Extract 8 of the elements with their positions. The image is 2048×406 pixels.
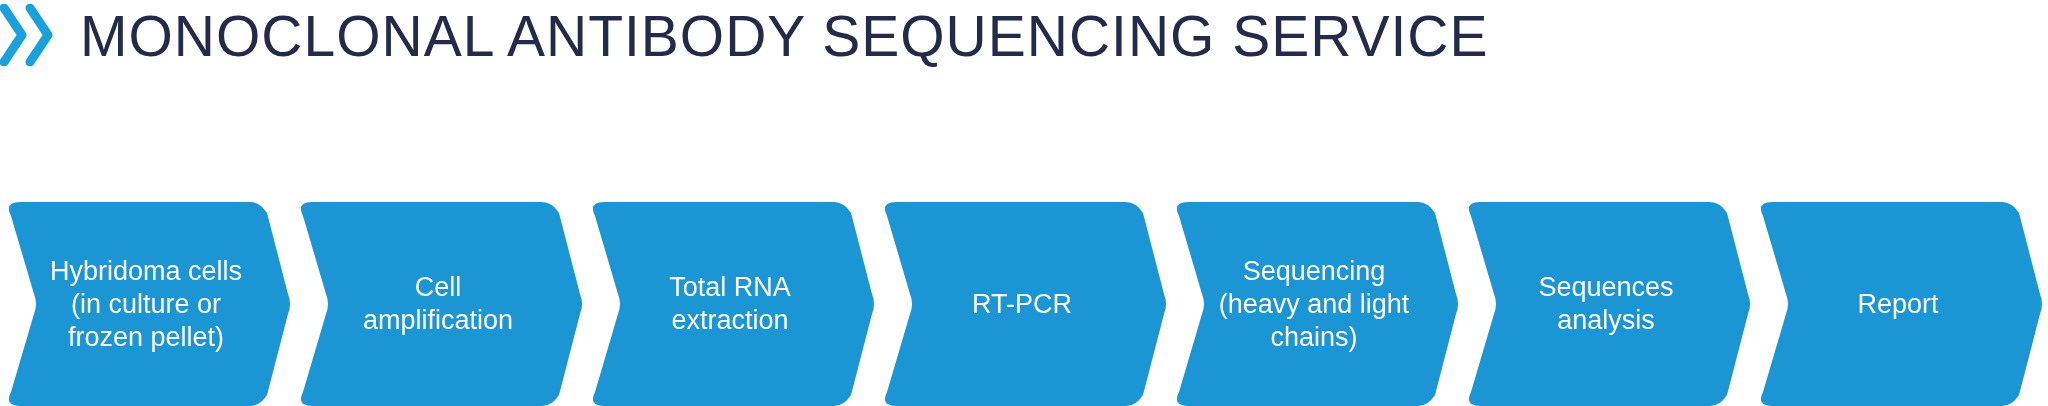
title: MONOCLONAL ANTIBODY SEQUENCING SERVICE [80, 4, 1489, 68]
step-label: Hybridoma cells (in culture or frozen pellet) [48, 254, 244, 354]
step-label: Total RNA extraction [668, 271, 792, 337]
step-label: Report [1857, 287, 1939, 321]
step-label: RT-PCR [972, 287, 1072, 321]
step-label: Cell amplification [361, 271, 515, 337]
step-label: Sequences analysis [1537, 271, 1675, 337]
step-label: Sequencing (heavy and light chains) [1217, 254, 1411, 354]
